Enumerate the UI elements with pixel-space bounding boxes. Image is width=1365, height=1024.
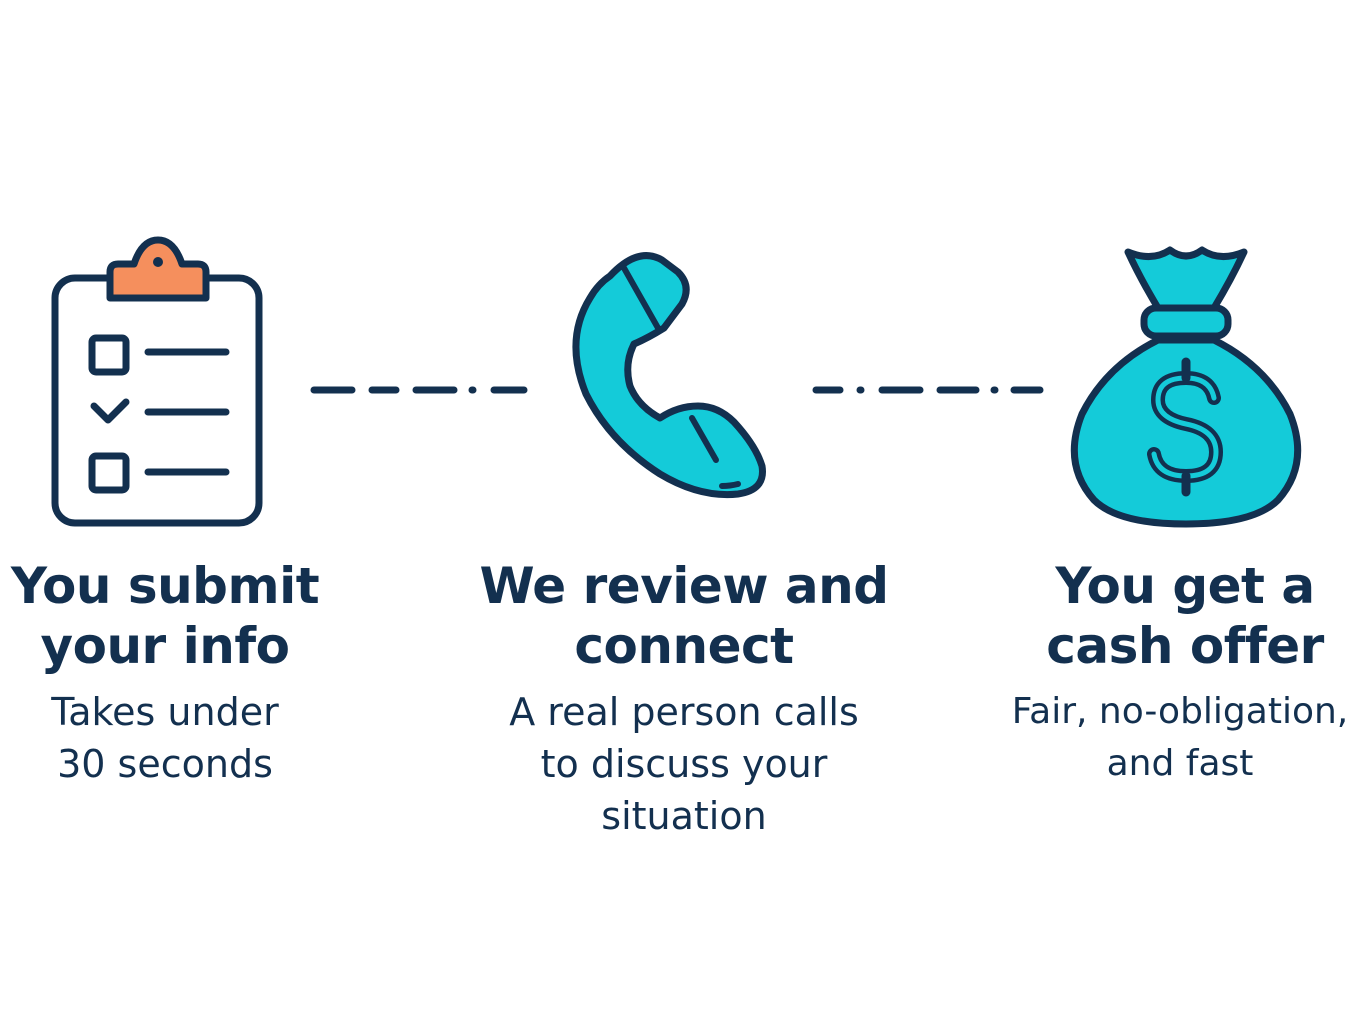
step-3-description: Fair, no-obligation, and fast [995,686,1365,790]
step-2-title-line: We review and [479,557,889,615]
step-2-desc-line: situation [601,794,767,838]
clipboard-checklist-icon [51,236,263,527]
step-1-desc-line: Takes under [51,690,279,734]
phone-handset-icon [572,252,766,499]
step-1-title: You submit your info [0,556,330,676]
step-1-desc-line: 30 seconds [57,742,273,786]
step-1-description: Takes under 30 seconds [0,686,330,790]
step-3-title-line: You get a [1055,557,1315,615]
step-2-title-line: connect [574,617,794,675]
step-3-desc-line: and fast [1106,743,1254,784]
dash-dot-connector [310,386,528,394]
step-3-title: You get a cash offer [1005,556,1365,676]
money-bag-icon [1070,246,1302,528]
step-2-description: A real person calls to discuss your situ… [478,686,890,842]
step-3-desc-line: Fair, no-obligation, [1011,691,1349,732]
step-2-desc-line: A real person calls [509,690,859,734]
step-3-title-line: cash offer [1046,617,1324,675]
step-1-title-line: your info [40,617,290,675]
step-2-desc-line: to discuss your [540,742,828,786]
step-1-title-line: You submit [10,557,320,615]
dash-dot-connector [812,386,1044,394]
step-2-title: We review and connect [478,556,890,676]
